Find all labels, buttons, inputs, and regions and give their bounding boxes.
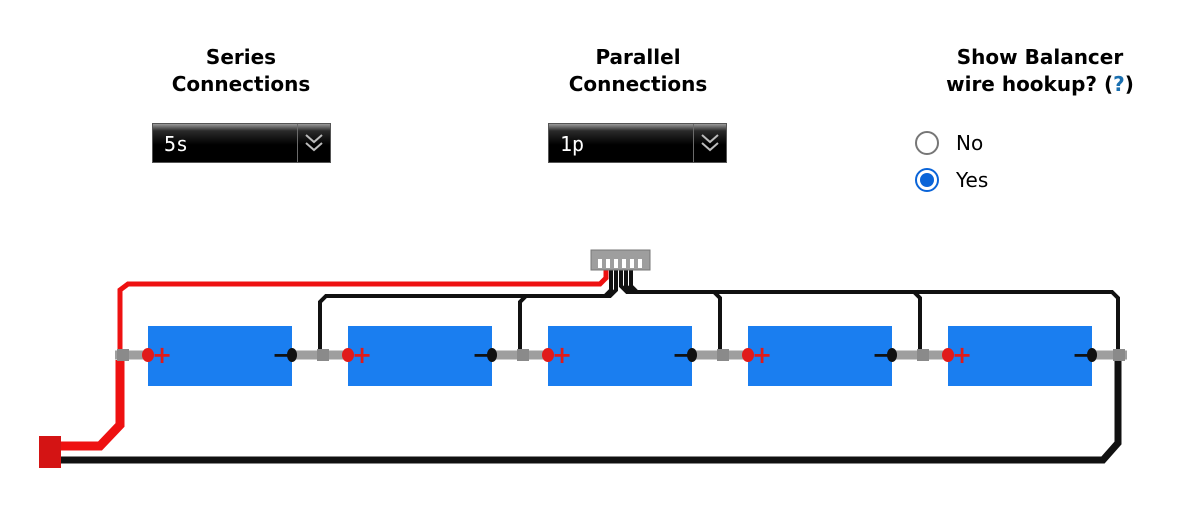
balance-lead-wire <box>318 266 613 352</box>
balancer-plug-pin <box>622 259 626 268</box>
battery-cell <box>948 326 1092 386</box>
positive-terminal <box>342 348 354 362</box>
battery-cell <box>348 326 492 386</box>
battery-cell <box>748 326 892 386</box>
balancer-plug-pin <box>614 259 618 268</box>
parallel-connections-select[interactable]: 1p <box>548 123 727 163</box>
junction-block <box>117 349 129 361</box>
positive-terminal <box>742 348 754 362</box>
series-label-line1: Series <box>205 45 277 69</box>
cell-plus-label: + <box>552 341 572 369</box>
balancer-label-line2-wrap: wire hookup? (?) <box>905 71 1175 98</box>
battery-cell <box>548 326 692 386</box>
cell-minus-label: − <box>1072 341 1092 369</box>
balancer-option-no[interactable]: No <box>915 131 983 155</box>
balancer-plug-pin <box>606 259 610 268</box>
battery-cells: + − + − + − + − + − <box>117 326 1125 386</box>
balancer-plug <box>590 249 651 271</box>
radio-label-no: No <box>956 131 984 155</box>
main-discharge-connector <box>39 436 61 468</box>
positive-terminal <box>542 348 554 362</box>
balancer-plug-pin <box>630 259 634 268</box>
cell-plus-label: + <box>952 341 972 369</box>
balancer-label-line2: wire hookup? ( <box>946 72 1114 96</box>
junction-block <box>1113 349 1125 361</box>
balance-lead-wires <box>318 266 1120 352</box>
junction-block <box>517 349 529 361</box>
series-label-line2: Connections <box>171 72 311 96</box>
positive-terminal <box>142 348 154 362</box>
chevron-double-down-icon <box>693 124 726 162</box>
chevron-double-down-icon <box>297 124 330 162</box>
parallel-select-value: 1p <box>560 132 585 156</box>
cell-minus-label: − <box>272 341 292 369</box>
balancer-plug-pin <box>638 259 642 268</box>
balancer-plug-pin <box>598 259 602 268</box>
negative-terminal <box>487 348 497 362</box>
balancer-help-link[interactable]: ? <box>1113 72 1125 96</box>
series-connections-label: Series Connections <box>141 44 341 98</box>
negative-terminal <box>1087 348 1097 362</box>
series-select-value: 5s <box>164 132 189 156</box>
cell-minus-label: − <box>672 341 692 369</box>
balancer-option-yes[interactable]: Yes <box>915 168 988 192</box>
balancer-label-line1: Show Balancer <box>956 45 1124 69</box>
battery-pack-wiring-diagram: + − + − + − + − + − <box>39 249 1127 468</box>
cell-plus-label: + <box>152 341 172 369</box>
junction-block <box>317 349 329 361</box>
main-power-wires <box>58 266 1122 464</box>
balancer-plug-housing <box>590 249 651 271</box>
parallel-label-line2: Connections <box>568 72 708 96</box>
parallel-label-line1: Parallel <box>595 45 681 69</box>
negative-terminal <box>887 348 897 362</box>
series-connections-select[interactable]: 5s <box>152 123 331 163</box>
balance-lead-wire <box>629 266 1120 352</box>
positive-terminal <box>942 348 954 362</box>
negative-terminal <box>287 348 297 362</box>
junction-block <box>917 349 929 361</box>
discharge-plug-icon <box>39 436 61 468</box>
radio-label-yes: Yes <box>956 168 989 192</box>
radio-button-no[interactable] <box>915 131 939 155</box>
cell-plus-label: + <box>352 341 372 369</box>
cell-minus-label: − <box>872 341 892 369</box>
balancer-hookup-label: Show Balancer wire hookup? (?) <box>905 44 1175 98</box>
junction-block <box>717 349 729 361</box>
negative-terminal <box>687 348 697 362</box>
balance-lead-wire <box>518 266 618 352</box>
battery-cell <box>148 326 292 386</box>
main-negative-wire <box>58 360 1122 464</box>
balancer-label-close: ) <box>1124 72 1134 96</box>
balance-positive-wire <box>117 266 609 355</box>
main-positive-wire <box>58 360 125 451</box>
radio-button-yes[interactable] <box>915 168 939 192</box>
parallel-connections-label: Parallel Connections <box>538 44 738 98</box>
cell-minus-label: − <box>472 341 492 369</box>
cell-plus-label: + <box>752 341 772 369</box>
